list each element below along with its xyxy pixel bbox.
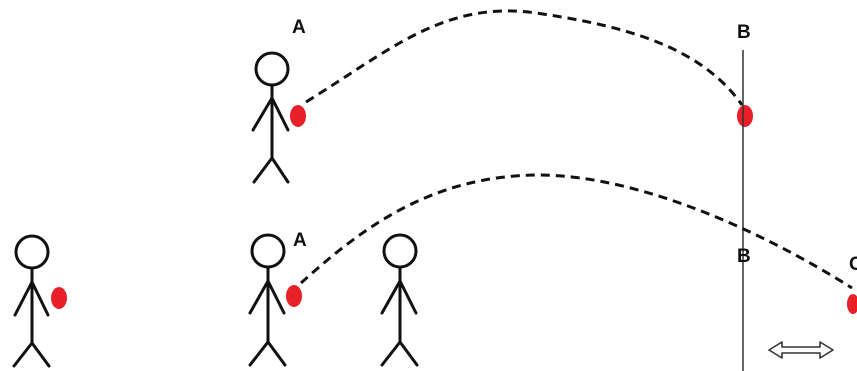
right-arm <box>272 98 288 130</box>
label-b-bottom: B <box>737 246 751 267</box>
right-arm <box>268 281 284 313</box>
ball-end-top <box>737 105 753 127</box>
label-a-bottom: A <box>293 230 307 251</box>
left-leg <box>254 158 272 182</box>
right-leg <box>400 342 417 365</box>
label-b-top: B <box>737 22 751 43</box>
person-a-bottom <box>250 235 285 365</box>
right-leg <box>32 343 49 366</box>
left-arm <box>250 281 268 313</box>
head <box>384 235 416 267</box>
right-arm <box>32 282 48 315</box>
trajectory-bottom <box>301 175 852 288</box>
right-leg <box>268 342 285 365</box>
ball-held-left <box>51 287 67 309</box>
left-arm <box>382 281 400 313</box>
right-leg <box>272 158 288 182</box>
left-leg <box>382 342 400 365</box>
person-middle <box>382 235 417 365</box>
left-arm <box>15 282 32 315</box>
ball-end-bottom <box>847 294 857 314</box>
double-headed-hollow-arrow-icon <box>769 342 833 358</box>
right-arm <box>400 281 416 313</box>
head <box>16 236 48 268</box>
label-c-bottom: C <box>849 254 857 275</box>
head <box>256 53 288 85</box>
trajectory-top <box>306 11 742 105</box>
top-scene: A B <box>253 11 753 182</box>
bottom-scene: A B C <box>14 175 857 366</box>
label-a-top: A <box>292 17 306 38</box>
head <box>252 235 284 267</box>
person-a-top <box>253 53 288 182</box>
person-left <box>14 236 49 366</box>
left-leg <box>250 342 268 365</box>
ball-start-top <box>290 105 306 127</box>
left-arm <box>253 98 272 130</box>
ball-start-bottom <box>286 285 302 307</box>
left-leg <box>14 343 32 366</box>
